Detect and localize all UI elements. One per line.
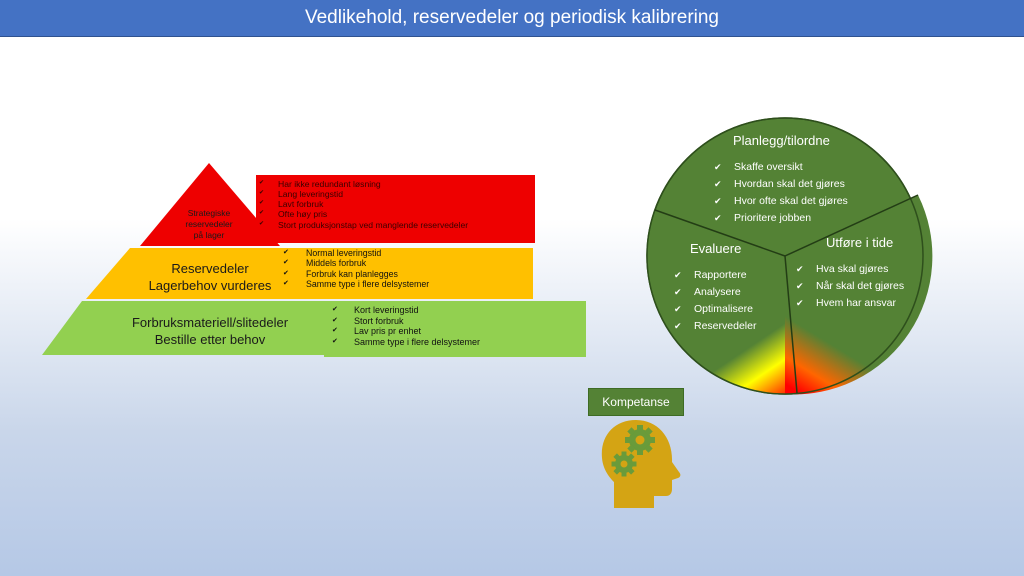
criteria-item: Ofte høy pris [256,209,535,219]
list-item: Rapportere [672,267,756,284]
strategic-criteria-box: Har ikke redundant løsning Lang levering… [256,175,535,243]
wheel-divider [784,255,798,394]
wheel-divider [654,209,786,257]
list-item: Reservedeler [672,318,756,335]
evaluate-segment-title: Evaluere [690,241,742,256]
execute-segment-title: Utføre i tide [826,235,894,250]
criteria-item: Samme type i flere delsystemer [280,279,429,289]
plan-segment-title: Planlegg/tilordne [733,133,830,148]
execute-segment-list: Hva skal gjøres Når skal det gjøres Hvem… [794,261,904,312]
criteria-item: Lav pris pr enhet [324,326,586,337]
list-item: Hvor ofte skal det gjøres [712,193,848,210]
pyramid-bottom-label: Forbruksmateriell/slitedeler Bestille et… [131,315,289,347]
pyramid-top-label: Strategiske reservedeler på lager [185,208,233,240]
head-gears-icon [601,420,681,508]
criteria-item: Forbruk kan planlegges [280,269,429,279]
kompetanse-label: Kompetanse [588,388,684,416]
criteria-item: Kort leveringstid [324,305,586,316]
page-title: Vedlikehold, reservedeler og periodisk k… [0,0,1024,37]
list-item: Hvem har ansvar [794,295,904,312]
criteria-item: Samme type i flere delsystemer [324,337,586,348]
consumables-criteria-box: Kort leveringstid Stort forbruk Lav pris… [324,303,586,357]
wheel-divider [784,194,919,257]
pyramid-middle-label: Reservedeler Lagerbehov vurderes [148,261,272,293]
criteria-item: Normal leveringstid [280,248,429,258]
list-item: Prioritere jobben [712,210,848,227]
criteria-item: Middels forbruk [280,258,429,268]
evaluate-segment-list: Rapportere Analysere Optimalisere Reserv… [672,267,756,335]
list-item: Analysere [672,284,756,301]
criteria-item: Har ikke redundant løsning [256,179,535,189]
criteria-item: Lavt forbruk [256,199,535,209]
spare-parts-criteria-box: Normal leveringstid Middels forbruk Forb… [280,248,429,290]
gear-icon [625,425,655,455]
plan-segment-list: Skaffe oversikt Hvordan skal det gjøres … [712,159,848,227]
criteria-item: Lang leveringstid [256,189,535,199]
gear-icon [611,451,637,477]
pyramid-top-triangle [140,163,280,246]
list-item: Optimalisere [672,301,756,318]
list-item: Når skal det gjøres [794,278,904,295]
criteria-item: Stort produksjonstap ved manglende reser… [256,220,535,230]
list-item: Hva skal gjøres [794,261,904,278]
list-item: Hvordan skal det gjøres [712,176,848,193]
criteria-item: Stort forbruk [324,316,586,327]
list-item: Skaffe oversikt [712,159,848,176]
